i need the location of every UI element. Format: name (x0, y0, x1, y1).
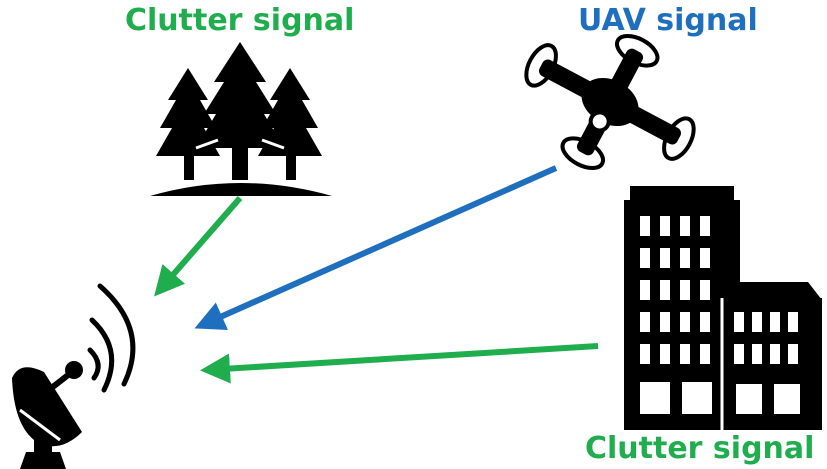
radio-waves-icon (87, 283, 136, 393)
clutter-arrow-from-trees (154, 196, 243, 297)
building-icon (624, 186, 822, 430)
clutter-signal-label-top: Clutter signal (125, 3, 354, 38)
uav-signal-label: UAV signal (578, 3, 758, 38)
clutter-arrow-from-building (200, 343, 599, 384)
radar-dish-icon (12, 361, 83, 469)
drone-icon (524, 33, 696, 171)
uav-arrow (194, 165, 558, 330)
clutter-signal-label-bottom: Clutter signal (585, 431, 814, 466)
trees-icon (150, 42, 332, 196)
